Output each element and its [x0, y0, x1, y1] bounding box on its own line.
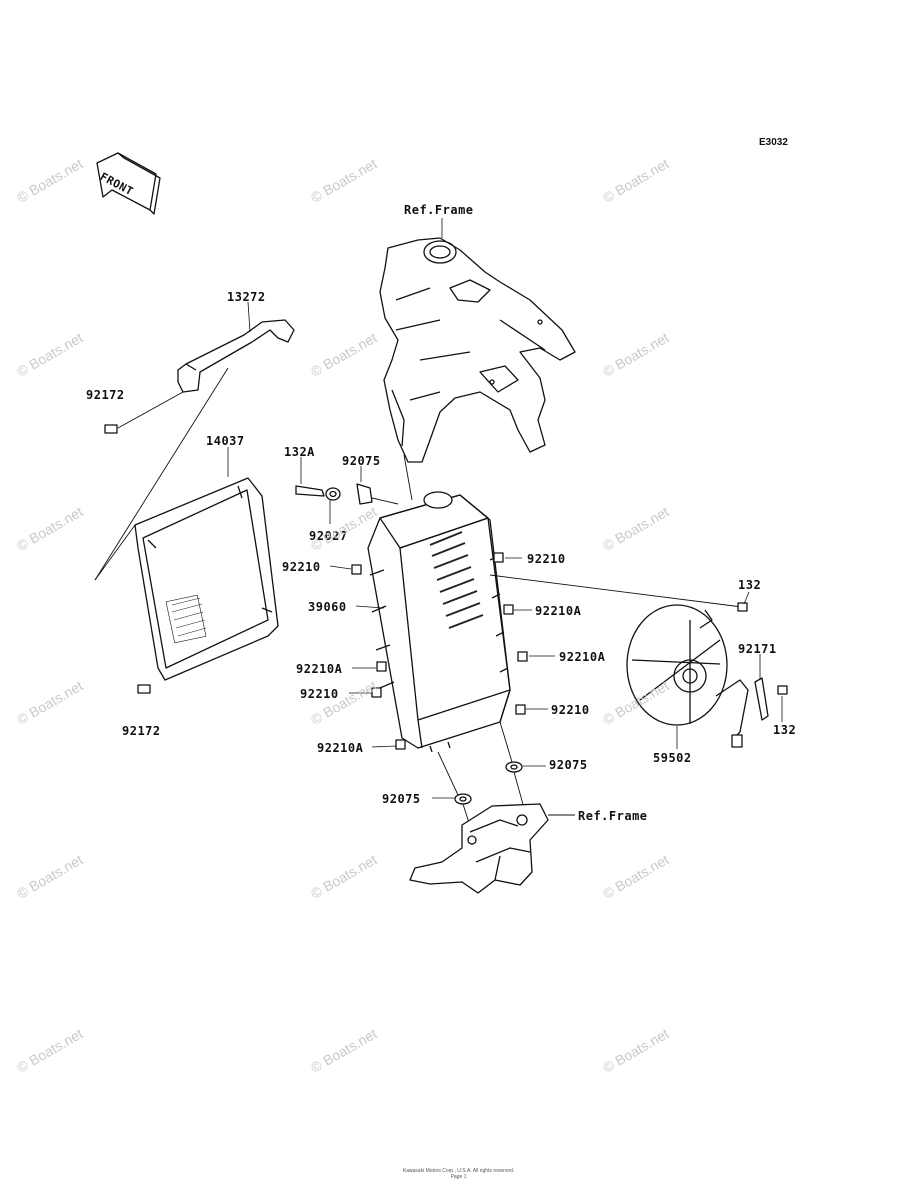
part-92210A-right-2-label: 92210A [559, 650, 606, 664]
ref-frame-top-label: Ref.Frame [404, 203, 474, 217]
clip-92210A-right-1 [503, 604, 514, 615]
clip-92210-right-3 [515, 704, 526, 715]
lower-frame [409, 803, 549, 894]
part-59502-label: 59502 [653, 751, 692, 765]
part-14037-label: 14037 [206, 434, 245, 448]
part-92172-top-label: 92172 [86, 388, 125, 402]
grommet-92075-bottom [454, 793, 472, 805]
ref-frame-bottom-label: Ref.Frame [578, 809, 648, 823]
clip-92210-right-top [493, 552, 504, 563]
part-132A-label: 132A [284, 445, 315, 459]
grommet-92075-mid [505, 761, 523, 773]
fan-59502 [626, 604, 749, 748]
part-92075-bottom-label: 92075 [382, 792, 421, 806]
part-92172-bottom-label: 92172 [122, 724, 161, 738]
part-92210A-left-1-label: 92210A [296, 662, 343, 676]
radiator-guard-14037 [134, 477, 279, 681]
clip-92210A-left-1 [376, 661, 387, 672]
collar-92027 [325, 487, 341, 501]
grommet-92075-top [356, 483, 373, 505]
part-92075-top-label: 92075 [342, 454, 381, 468]
footer: Kawasaki Motors Corp., U.S.A. All rights… [0, 1168, 917, 1180]
diagram-id: E3032 [759, 137, 788, 148]
part-132-bottom-label: 132 [773, 723, 797, 737]
part-39060-label: 39060 [308, 600, 347, 614]
front-arrow-icon [96, 152, 161, 215]
clip-92210-left-2 [371, 687, 382, 698]
bolt-92172-bottom [137, 684, 151, 694]
clamp-92171 [754, 677, 769, 721]
part-92171-label: 92171 [738, 642, 777, 656]
bracket-13272 [177, 319, 295, 393]
bolt-132-top [737, 602, 748, 612]
part-92210-right-3-label: 92210 [551, 703, 590, 717]
part-132-top-label: 132 [738, 578, 762, 592]
part-92027-label: 92027 [309, 529, 348, 543]
part-92210-left-top-label: 92210 [282, 560, 321, 574]
part-13272-label: 13272 [227, 290, 266, 304]
part-92210A-left-2-label: 92210A [317, 741, 364, 755]
footer-line-1: Kawasaki Motors Corp., U.S.A. All rights… [402, 1168, 515, 1174]
upper-frame [379, 237, 576, 463]
bolt-132-bottom [777, 685, 788, 695]
clip-92210A-right-2 [517, 651, 528, 662]
part-92210-left-2-label: 92210 [300, 687, 339, 701]
part-92210A-right-1-label: 92210A [535, 604, 582, 618]
part-92075-mid-label: 92075 [549, 758, 588, 772]
clip-92210-left-top [351, 564, 362, 575]
bolt-132A [295, 485, 325, 497]
clip-92210A-left-2 [395, 739, 406, 750]
bolt-92172-top [104, 424, 118, 434]
radiator-39060 [367, 491, 511, 753]
part-92210-right-top-label: 92210 [527, 552, 566, 566]
footer-line-2: Page 1 [450, 1174, 467, 1180]
